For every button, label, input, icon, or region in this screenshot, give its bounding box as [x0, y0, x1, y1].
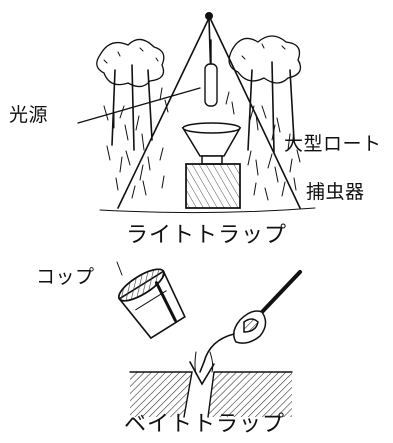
tree-right — [228, 35, 302, 153]
light-source-pointer — [77, 87, 201, 124]
light-trap-drawing — [77, 12, 316, 214]
trowel — [233, 270, 302, 344]
bait-trap-drawing — [116, 261, 302, 418]
light-source-label: 光源 — [9, 104, 49, 126]
funnel-label: 大型ロート — [284, 133, 382, 155]
tripod-top-icon — [205, 12, 213, 20]
cup-label: コップ — [36, 266, 95, 288]
cup-pointer — [116, 261, 123, 276]
light-trap-title: ライトトラップ — [126, 223, 288, 248]
bait-trap-title: ベイトトラップ — [124, 412, 286, 437]
grass — [103, 87, 301, 201]
cup — [118, 268, 186, 340]
pour-arrow-icon — [189, 333, 235, 386]
pit — [129, 371, 293, 418]
collector-label: 捕虫器 — [306, 181, 365, 203]
funnel — [181, 122, 242, 165]
collector-box — [185, 163, 241, 209]
lamp — [204, 39, 218, 107]
ground-line — [99, 207, 316, 214]
